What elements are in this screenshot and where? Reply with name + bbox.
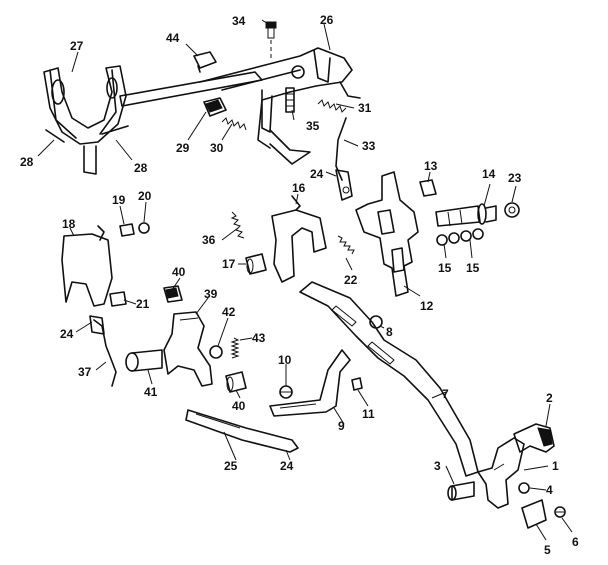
part-40-bushing [225,371,247,393]
part-23-nut [504,202,520,218]
callout-37: 37 [78,365,92,379]
callout-24-c: 24 [280,459,294,473]
callout-5: 5 [544,543,551,557]
part-34-screw [265,21,277,60]
callout-36: 36 [202,233,216,247]
callout-2: 2 [546,391,553,405]
part-43-spring [230,337,240,359]
callout-28-right: 28 [134,161,148,175]
part-44-clip [193,51,217,73]
callout-40-a: 40 [172,265,186,279]
part-10-screw [279,385,293,399]
part-14-shaft [435,203,497,227]
callout-35: 35 [306,119,320,133]
callout-19: 19 [112,193,126,207]
part-5-plate [521,499,547,529]
part-37-rod [89,315,117,387]
part-18-plate [61,225,113,307]
callout-42: 42 [222,305,236,319]
part-7-link [299,281,479,477]
callout-21: 21 [136,297,150,311]
callout-31: 31 [358,101,372,115]
callout-13: 13 [424,159,438,173]
callout-14: 14 [482,167,496,181]
part-33-rod [335,117,353,201]
callout-29: 29 [176,141,190,155]
callouts: 27 28 28 34 26 44 29 30 35 31 33 24 13 1… [20,13,579,557]
part-31-spring [317,99,347,113]
part-12-plate [355,171,419,297]
part-19-pin [119,223,135,237]
part-11-washer [351,377,363,391]
callout-11: 11 [362,407,375,421]
part-9-bracket [269,349,351,417]
part-17-bushing [245,253,267,275]
part-29-block [203,97,227,117]
part-8-nut [369,315,383,329]
callout-7: 7 [442,387,449,401]
callout-22: 22 [344,273,358,287]
part-35-post [285,87,295,113]
callout-27: 27 [70,39,84,53]
callout-39: 39 [204,287,218,301]
callout-30: 30 [210,141,224,155]
callout-15-b: 15 [466,261,480,275]
callout-34: 34 [232,14,246,28]
part-25-link [185,409,299,453]
callout-4: 4 [546,483,553,497]
callout-26: 26 [320,13,334,27]
callout-43: 43 [252,331,266,345]
callout-17: 17 [222,257,236,271]
part-3-pin [447,481,475,501]
part-1-lever [477,437,525,509]
callout-1: 1 [552,459,559,473]
part-27-bracket [43,65,129,175]
callout-40-b: 40 [232,399,246,413]
part-21-block [109,291,127,307]
part-22-spring [337,235,355,255]
callout-25: 25 [224,459,238,473]
part-16-bracket [271,195,327,283]
callout-28-left: 28 [20,155,34,169]
callout-8: 8 [386,325,393,339]
part-6-screw [554,506,566,518]
callout-15-a: 15 [438,261,452,275]
callout-24-b: 24 [60,327,74,341]
part-30-spring [221,117,247,131]
callout-18: 18 [62,217,76,231]
callout-20: 20 [138,189,152,203]
leader-lines [37,19,573,541]
callout-44: 44 [166,31,180,45]
part-15-washers [436,228,484,246]
callout-24-a: 24 [310,167,324,181]
callout-12: 12 [420,299,434,313]
part-36-spring [230,211,245,239]
callout-6: 6 [572,535,579,549]
part-26-frame [119,47,361,165]
callout-16: 16 [292,181,306,195]
callout-10: 10 [278,353,292,367]
callout-41: 41 [144,385,158,399]
part-2-handle [513,423,555,453]
part-4-nut [518,482,530,494]
part-42-washer [209,345,223,359]
callout-9: 9 [338,419,345,433]
part-41-shaft [125,349,163,372]
part-39-bracket [163,311,213,387]
part-40-clip [163,285,183,303]
callout-33: 33 [362,139,376,153]
part-13-bushing [419,179,437,197]
callout-23: 23 [508,171,522,185]
callout-3: 3 [434,459,441,473]
part-20-nut [138,222,150,234]
